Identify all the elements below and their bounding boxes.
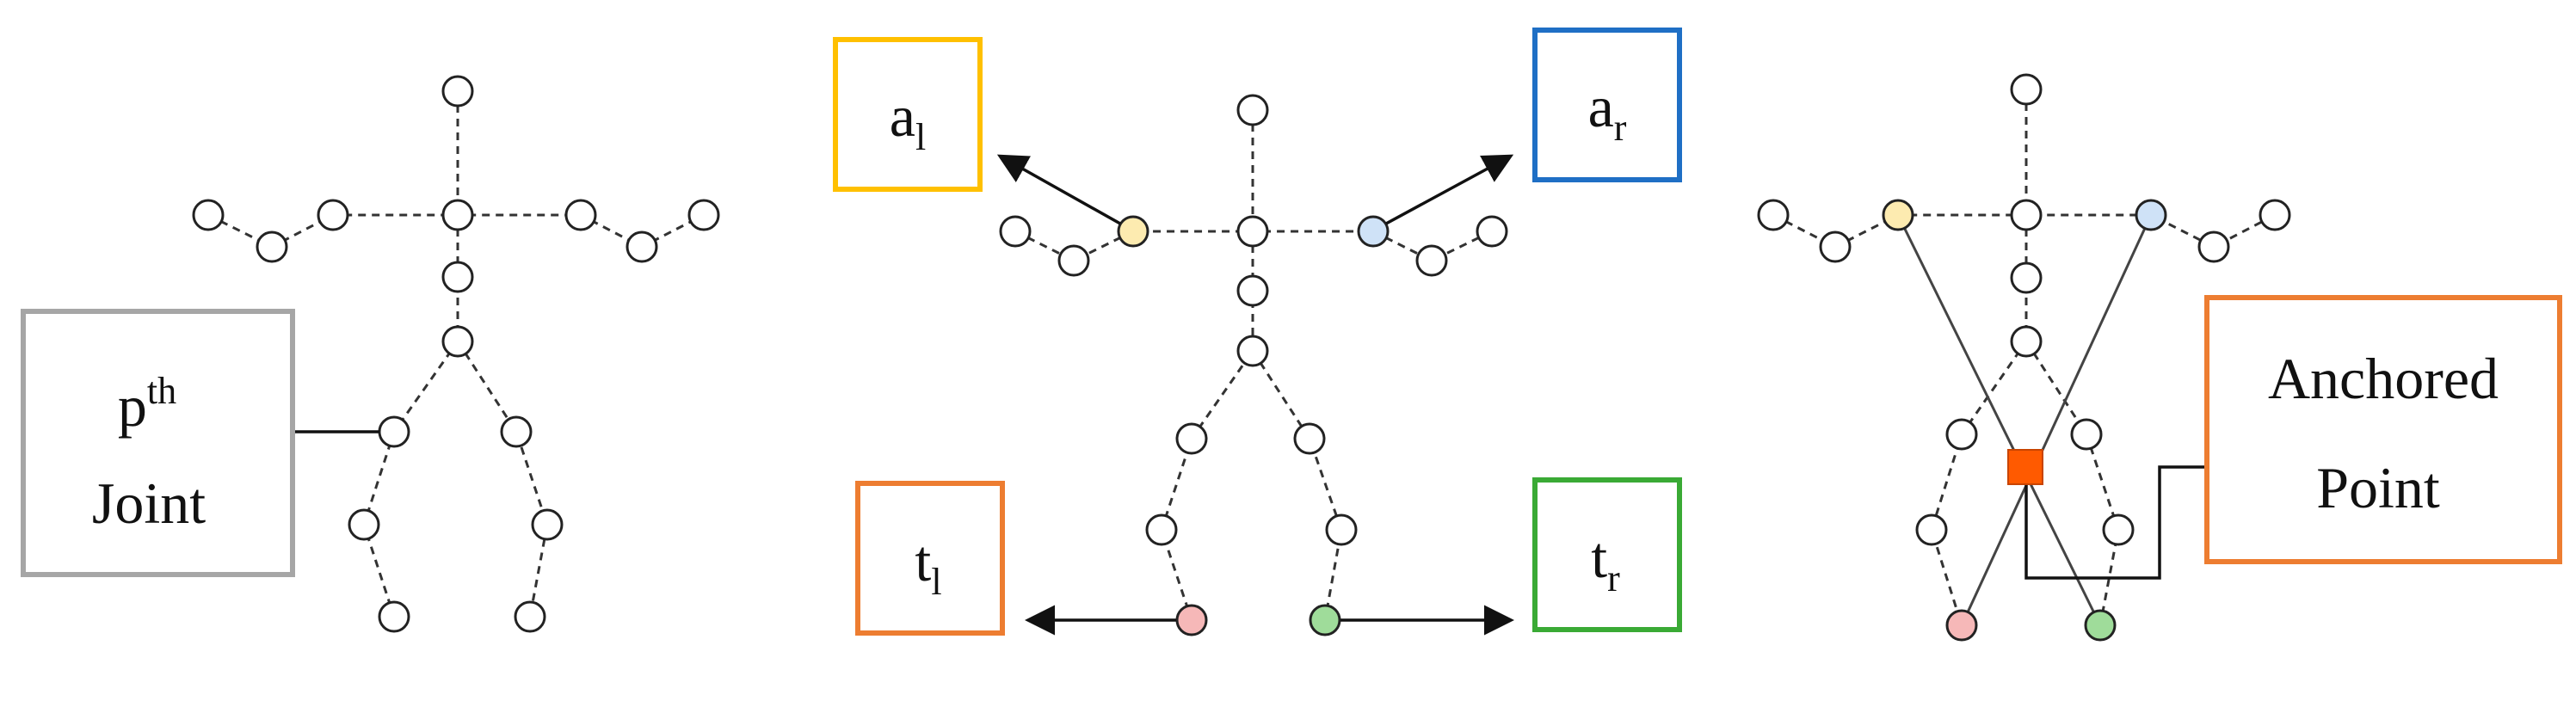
joint-left-hand [192,199,225,231]
panel-limb-endpoints: al ar tl tr [833,28,1682,636]
joint-left-knee [348,508,380,541]
joint-left-hip [1945,418,1978,451]
anchored-point-label-line1: Anchored [2268,346,2499,411]
skeleton-bones [1772,89,2276,626]
joint-spine [441,261,474,293]
joint-right-hip [1293,422,1326,455]
joint-left-ankle-highlight [1175,604,1208,636]
joint-right-shoulder-highlight [2135,199,2167,231]
joint-head [441,75,474,108]
skeleton-joints [999,94,1508,636]
joint-left-elbow [256,231,288,263]
joint-pelvis [2010,325,2043,358]
joint-neck [2010,199,2043,231]
joint-right-hand [687,199,720,231]
ar-label-box [1532,28,1682,182]
joint-left-ankle-highlight [1945,609,1978,642]
joint-right-knee [2102,513,2135,546]
anchored-point-label-line2: Point [2316,455,2440,520]
joint-left-ankle [378,600,410,633]
joint-label-line1: pth [118,370,176,439]
tl-label-box [855,481,1005,636]
joint-right-shoulder-highlight [1357,215,1390,248]
joint-left-elbow [1819,231,1852,263]
joint-right-shoulder [564,199,597,231]
joint-left-shoulder [317,199,349,231]
joint-neck [441,199,474,231]
anchor-lines [1896,214,2282,626]
al-label: al [890,83,926,158]
joint-left-hip [1175,422,1208,455]
joint-left-hand [1757,199,1790,231]
joint-pelvis [1236,335,1269,367]
anchor-point-marker [2007,449,2043,485]
anchored-point-label-box [2204,295,2562,564]
joint-spine [2010,261,2043,294]
joint-spine [1236,274,1269,307]
joint-right-hand [1476,215,1508,248]
skeleton-joints [1757,73,2291,642]
joint-left-hand [999,215,1032,248]
al-label-box [833,37,983,192]
panel-anchored-point: Anchored Point [1757,73,2562,642]
tl-label: tl [915,528,941,603]
joint-right-hand [2259,199,2291,231]
joint-left-shoulder-highlight [1882,199,1914,231]
joint-right-ankle-highlight [2084,609,2117,642]
joint-right-hip [500,415,533,448]
panel-joint-skeleton: pth Joint [21,75,720,633]
tr-label: tr [1591,525,1620,599]
joint-left-elbow [1057,244,1090,277]
joint-label-box [21,309,295,577]
joint-left-knee [1915,513,1948,546]
ar-arrow [1385,154,1514,225]
joint-pelvis [441,325,474,358]
joint-right-ankle [514,600,546,633]
ar-label: ar [1588,74,1627,149]
joint-right-knee [1325,513,1358,546]
joint-right-elbow [1415,244,1448,277]
skeleton-joints [192,75,720,633]
joint-label-line2: Joint [92,470,206,536]
joint-left-knee [1145,513,1178,546]
tr-label-box [1532,477,1682,632]
joint-right-elbow [2197,231,2230,263]
joint-head [2010,73,2043,106]
anchor-pointer-arrow [2024,452,2282,580]
joint-left-shoulder-highlight [1117,215,1149,248]
joint-neck [1236,215,1269,248]
joint-right-elbow [626,231,658,263]
joint-head [1236,94,1269,126]
joint-right-knee [531,508,564,541]
joint-left-hip [378,415,410,448]
joint-right-hip [2070,418,2103,451]
joint-right-ankle-highlight [1309,604,1341,636]
al-arrow [996,154,1121,225]
